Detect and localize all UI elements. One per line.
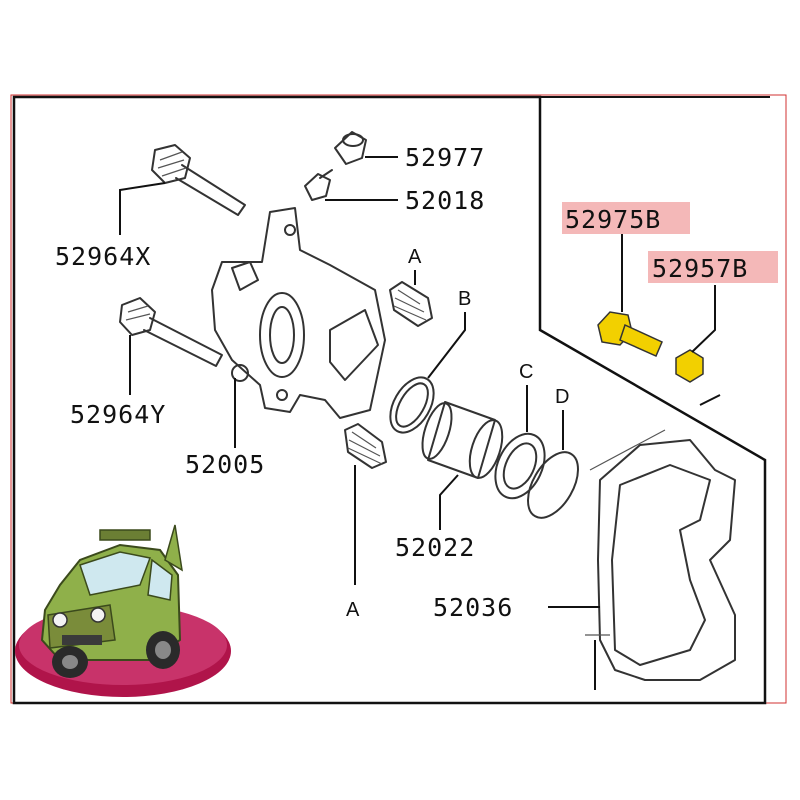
- letter-c: C: [519, 361, 533, 383]
- guide-boot-top: [389, 281, 433, 327]
- letter-b: B: [458, 288, 471, 310]
- leader-52022: [439, 474, 459, 530]
- piston: [421, 401, 504, 479]
- letter-a-top: A: [408, 246, 422, 268]
- label-52964x: 52964X: [55, 242, 151, 271]
- label-52964y: 52964Y: [70, 400, 166, 429]
- label-52018: 52018: [405, 186, 485, 215]
- leader-52964x: [119, 182, 166, 235]
- car-illustration: [15, 524, 231, 697]
- letter-a-bottom: A: [346, 599, 360, 621]
- label-52975b: 52975B: [565, 205, 661, 234]
- leader-52957b: [691, 285, 716, 353]
- guide-boot-bottom: [344, 423, 387, 469]
- highlight-52957b: [648, 251, 778, 283]
- retaining-ring: [527, 451, 579, 519]
- guide-pin-x: [151, 144, 246, 216]
- label-52036: 52036: [433, 593, 513, 622]
- label-52022: 52022: [395, 533, 475, 562]
- piston-seal: [389, 376, 435, 434]
- bleeder-cap: [334, 131, 367, 165]
- caliper-support: [585, 394, 736, 690]
- caliper-body: [211, 207, 386, 419]
- guide-pin-y: [119, 297, 223, 367]
- letter-d: D: [555, 386, 569, 408]
- dust-boot: [494, 432, 546, 500]
- bushing: [231, 364, 249, 382]
- leader-b: [427, 312, 466, 379]
- nut-52957b: [675, 349, 704, 383]
- label-52977: 52977: [405, 143, 485, 172]
- bleeder-screw: [304, 169, 333, 201]
- highlight-52975b: [562, 202, 690, 234]
- label-52005: 52005: [185, 450, 265, 479]
- label-52957b: 52957B: [652, 254, 748, 283]
- bolt-52975b: [597, 311, 663, 357]
